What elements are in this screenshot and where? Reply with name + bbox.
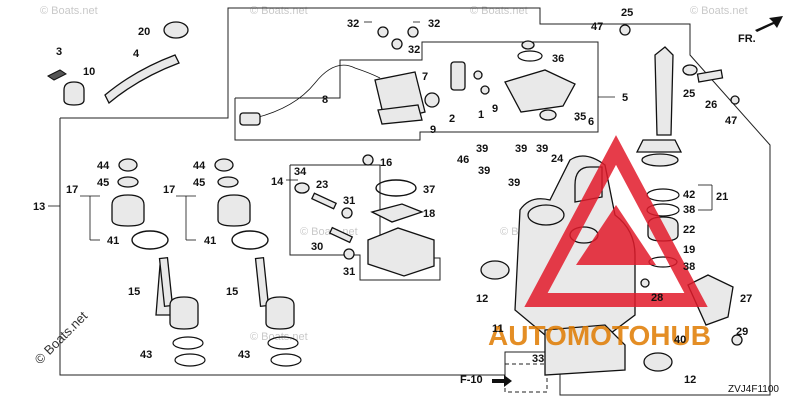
callout: 43 (238, 349, 250, 361)
upper-sub-frame (234, 41, 599, 141)
callout: 46 (457, 154, 469, 166)
callout: 41 (107, 235, 119, 247)
callout: 47 (725, 115, 737, 127)
callout: 47 (591, 21, 603, 33)
cylinder-assembly-right (214, 158, 302, 367)
callout: 32 (347, 18, 359, 30)
callout: 20 (138, 26, 150, 38)
motor-and-valve-parts (239, 26, 576, 126)
callout: 13 (33, 201, 45, 213)
callout: 29 (736, 326, 748, 338)
f10-reference-box (504, 363, 548, 393)
leader-lines (80, 21, 713, 241)
callout: 36 (552, 53, 564, 65)
callout: 39 (478, 165, 490, 177)
callout: 45 (97, 177, 109, 189)
callout: 41 (204, 235, 216, 247)
callout: 37 (423, 184, 435, 196)
callout: 15 (226, 286, 238, 298)
callout: 12 (684, 374, 696, 386)
callout: 44 (193, 160, 206, 172)
watermark-copyright: © Boats.net (250, 5, 308, 17)
watermark-copyright: © Boats.net (40, 5, 98, 17)
automotohub-logo-watermark: AUTOMOTOHUB (488, 135, 711, 351)
watermark-copyright: © Boats.net (470, 5, 528, 17)
callout: 31 (343, 266, 355, 278)
callout: 17 (66, 184, 78, 196)
callout: 27 (740, 293, 752, 305)
callout: 3 (56, 46, 62, 58)
callout: 24 (551, 153, 564, 165)
front-direction-label: FR. (738, 33, 756, 45)
callout: 35 (574, 111, 586, 123)
callout: 30 (311, 241, 323, 253)
callout: 21 (716, 191, 728, 203)
watermark-copyright-rotated: © Boats.net (32, 308, 91, 367)
callout: 34 (294, 166, 307, 178)
callout: 40 (674, 334, 686, 346)
callout: 39 (508, 177, 520, 189)
callout: 23 (316, 179, 328, 191)
callout: 16 (380, 157, 392, 169)
callout: 22 (683, 224, 695, 236)
callout: 26 (705, 99, 717, 111)
callout: 45 (193, 177, 205, 189)
callout: 10 (83, 66, 95, 78)
callout: 32 (428, 18, 440, 30)
callout: 19 (683, 244, 695, 256)
callout: 39 (515, 143, 527, 155)
callout: 32 (408, 44, 420, 56)
callout: 5 (622, 92, 628, 104)
diagram-code: ZVJ4F1100 (728, 384, 779, 395)
callout: 42 (683, 189, 695, 201)
callout: 12 (476, 293, 488, 305)
center-sub-frame (289, 164, 441, 281)
callout-labels: 1 2 3 4 5 6 7 8 9 9 10 11 12 12 13 14 15… (33, 7, 752, 386)
callout: 9 (430, 124, 436, 136)
callout: 15 (128, 286, 140, 298)
callout: 44 (97, 160, 110, 172)
watermark-copyright: © Boats.net (690, 5, 748, 17)
callout: 33 (532, 353, 544, 365)
f10-reference-label: F-10 (460, 374, 483, 386)
callout: 31 (343, 195, 355, 207)
callout: 39 (536, 143, 548, 155)
callout: 38 (683, 204, 695, 216)
callout: 1 (478, 109, 484, 121)
logo-text: AUTOMOTOHUB (488, 320, 711, 351)
callout: 25 (683, 88, 695, 100)
callout: 8 (322, 94, 328, 106)
callout: 17 (163, 184, 175, 196)
callout: 2 (449, 113, 455, 125)
callout: 43 (140, 349, 152, 361)
callout: 7 (422, 71, 428, 83)
small-parts-upper-left (47, 21, 189, 106)
callout: 6 (588, 116, 594, 128)
callout: 11 (492, 323, 504, 335)
callout: 4 (133, 48, 140, 60)
f10-reference-arrow: F-10 (460, 374, 512, 387)
callout: 25 (621, 7, 633, 19)
callout: 28 (651, 292, 663, 304)
valve-block-parts (294, 154, 435, 277)
callout: 39 (476, 143, 488, 155)
cylinder-assembly-left (111, 158, 206, 367)
front-direction-arrow: FR. (738, 16, 783, 45)
callout: 18 (423, 208, 435, 220)
callout: 9 (492, 103, 498, 115)
callout: 38 (683, 261, 695, 273)
callout: 14 (271, 176, 284, 188)
